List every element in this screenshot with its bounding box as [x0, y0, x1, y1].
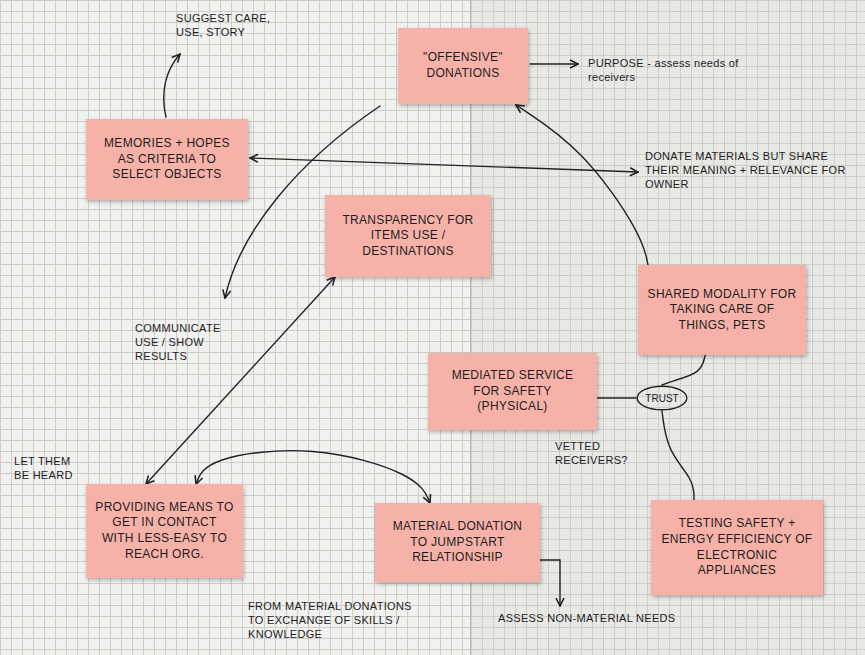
sticky-note: MEDIATED SERVICE FOR SAFETY (PHYSICAL) [428, 353, 597, 430]
note-text: "OFFENSIVE" DONATIONS [407, 50, 519, 81]
sticky-note: TESTING SAFETY + ENERGY EFFICIENCY OF EL… [651, 500, 823, 595]
handwritten-note: VETTED RECEIVERS? [555, 440, 630, 468]
connector [597, 397, 636, 398]
connector [516, 105, 648, 265]
trust-ellipse: TRUST [636, 385, 688, 411]
sticky-note: MATERIAL DONATION TO JUMPSTART RELATIONS… [375, 503, 540, 582]
handwritten-note: ASSESS NON-MATERIAL NEEDS [498, 612, 708, 626]
note-text: TRUST [645, 393, 678, 404]
sticky-note: MEMORIES + HOPES AS CRITERIA TO SELECT O… [86, 119, 248, 200]
leader-arrow [164, 54, 180, 117]
handwritten-note: DONATE MATERIALS BUT SHARE THEIR MEANING… [645, 150, 850, 191]
sticky-note: SHARED MODALITY FOR TAKING CARE OF THING… [638, 265, 806, 355]
handwritten-note: LET THEM BE HEARD [14, 455, 76, 483]
handwritten-note: FROM MATERIAL DONATIONS TO EXCHANGE OF S… [248, 600, 428, 641]
sticky-note: "OFFENSIVE" DONATIONS [398, 28, 528, 104]
leader-arrow [530, 63, 578, 64]
leader-arrow [250, 158, 638, 172]
note-text: MATERIAL DONATION TO JUMPSTART RELATIONS… [384, 519, 531, 566]
leader-arrow [540, 560, 560, 606]
ellipse-outline [637, 386, 687, 410]
sticky-note: TRANSPARENCY FOR ITEMS USE / DESTINATION… [325, 195, 491, 277]
connector [662, 411, 694, 500]
note-text: TRANSPARENCY FOR ITEMS USE / DESTINATION… [334, 213, 482, 260]
note-text: PROVIDING MEANS TO GET IN CONTACT WITH L… [95, 500, 234, 562]
handwritten-note: PURPOSE - assess needs of receivers [588, 57, 778, 85]
sticky-note: PROVIDING MEANS TO GET IN CONTACT WITH L… [86, 484, 243, 578]
note-text: MEMORIES + HOPES AS CRITERIA TO SELECT O… [95, 136, 239, 183]
note-text: MEDIATED SERVICE FOR SAFETY (PHYSICAL) [437, 368, 588, 415]
handwritten-note: COMMUNICATE USE / SHOW RESULTS [135, 322, 230, 363]
note-text: SHARED MODALITY FOR TAKING CARE OF THING… [647, 287, 797, 334]
handwritten-note: SUGGEST CARE, USE, STORY [176, 12, 286, 40]
connector [662, 355, 705, 385]
connector [146, 277, 335, 484]
note-text: TESTING SAFETY + ENERGY EFFICIENCY OF EL… [660, 516, 814, 578]
